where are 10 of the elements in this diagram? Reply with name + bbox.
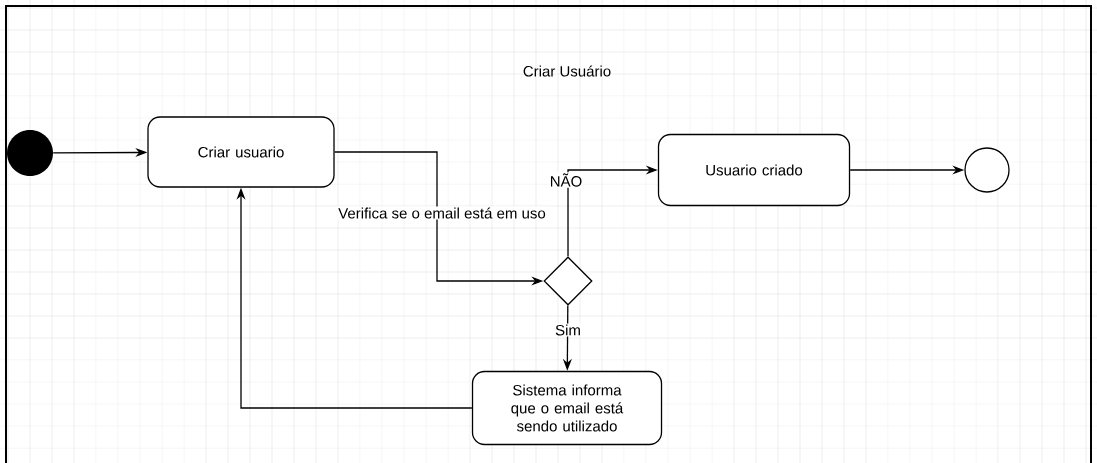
edge-label: Verifica se o email está em uso: [337, 206, 547, 220]
edge-label: Sim: [554, 323, 582, 337]
action-box: Sistema informa que o email está sendo utilizado: [471, 370, 663, 446]
edge-label: NÃO: [548, 172, 584, 188]
start-node: [7, 130, 53, 176]
title: Criar Usuário: [523, 65, 611, 77]
action-box: Criar usuario: [147, 116, 335, 188]
action-box: Usuario criado: [657, 133, 851, 207]
end-node: [964, 147, 1010, 193]
decision-diamond: [543, 256, 593, 306]
